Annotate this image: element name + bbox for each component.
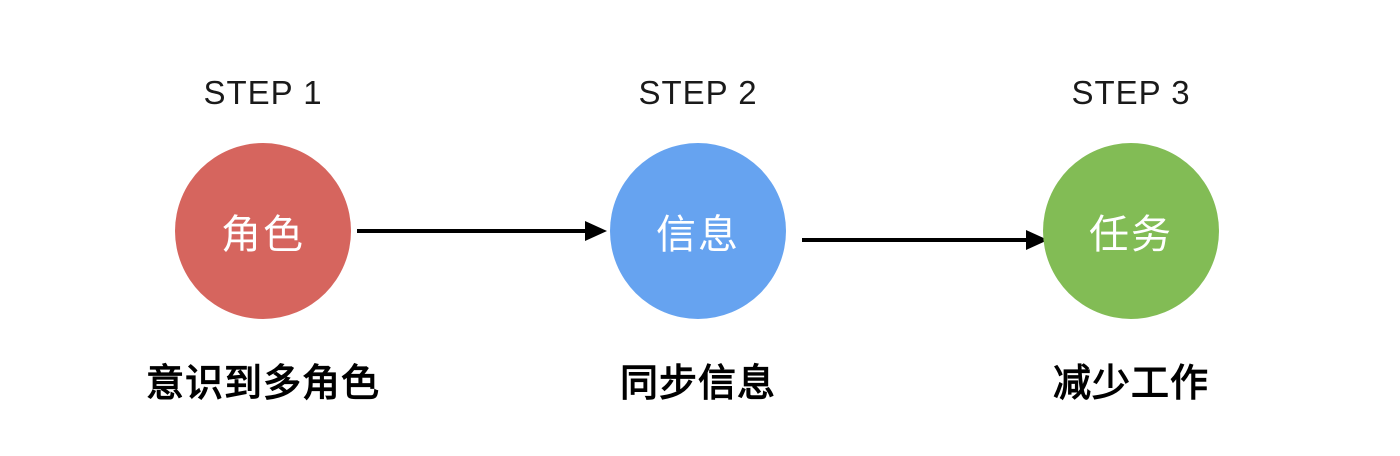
- step-2-circle: 信息: [610, 143, 786, 319]
- step-3-caption: 减少工作: [1052, 363, 1209, 405]
- arrow-head-icon: [1026, 230, 1048, 250]
- step-2-circle-text: 信息: [656, 213, 740, 257]
- arrow-step1-to-step2: [357, 221, 607, 241]
- step-3-label: STEP 3: [1071, 74, 1191, 111]
- step-3-circle-text: 任务: [1089, 213, 1173, 257]
- step-3-circle: 任务: [1043, 143, 1219, 319]
- step-1-group: STEP 1 角色 意识到多角色: [113, 0, 413, 456]
- arrow-head-icon: [585, 221, 607, 241]
- step-1-circle-text: 角色: [221, 213, 305, 257]
- step-2-label: STEP 2: [638, 74, 758, 111]
- step-1-label: STEP 1: [203, 74, 323, 111]
- arrow-line: [357, 229, 589, 233]
- step-1-caption: 意识到多角色: [145, 363, 380, 405]
- arrow-step2-to-step3: [802, 230, 1048, 250]
- arrow-line: [802, 238, 1030, 242]
- step-3-group: STEP 3 任务 减少工作: [981, 0, 1281, 456]
- step-2-group: STEP 2 信息 同步信息: [548, 0, 848, 456]
- step-2-caption: 同步信息: [619, 363, 776, 405]
- step-1-circle: 角色: [175, 143, 351, 319]
